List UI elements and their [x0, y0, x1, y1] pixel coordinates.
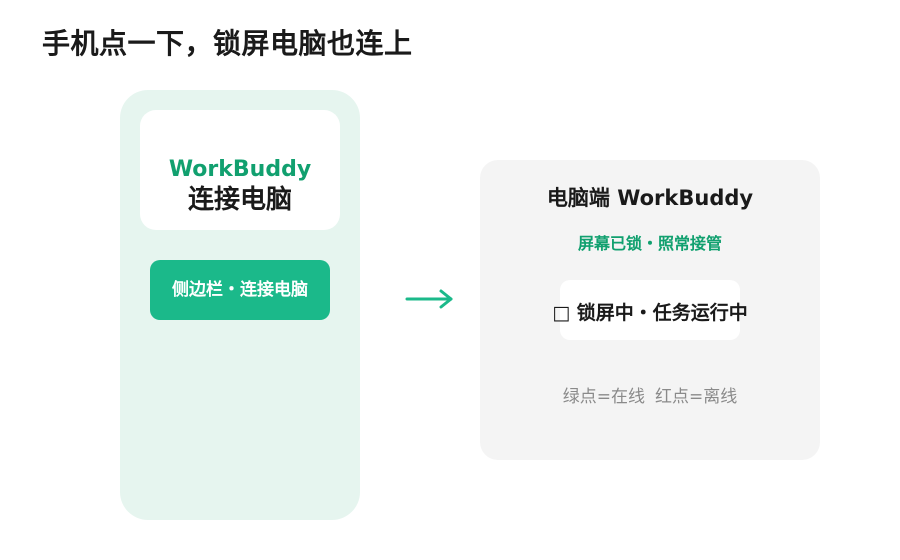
- phone-app-name: WorkBuddy: [168, 157, 312, 182]
- status-legend: 绿点=在线红点=离线: [480, 382, 820, 407]
- lock-icon: □: [552, 302, 571, 324]
- phone-action-label: 连接电脑: [187, 185, 292, 215]
- page-title: 手机点一下，锁屏电脑也连上: [42, 27, 413, 60]
- connect-computer-button[interactable]: 侧边栏・连接电脑: [150, 260, 330, 320]
- legend-offline: 红点=离线: [655, 387, 738, 407]
- phone-app-card: WorkBuddy 连接电脑: [140, 110, 340, 230]
- pc-subtitle: 屏幕已锁・照常接管: [577, 234, 722, 253]
- pc-title: 电脑端 WorkBuddy: [546, 186, 754, 210]
- legend-online: 绿点=在线: [562, 387, 645, 407]
- status-card: □ 锁屏中・任务运行中: [552, 280, 748, 340]
- arrow-right-icon: [405, 289, 453, 309]
- status-line: □ 锁屏中・任务运行中: [548, 298, 752, 325]
- status-text: 锁屏中・任务运行中: [576, 302, 748, 324]
- pc-panel: 电脑端 WorkBuddy 屏幕已锁・照常接管 □ 锁屏中・任务运行中 绿点=在…: [480, 160, 820, 460]
- phone-mockup: WorkBuddy 连接电脑 侧边栏・连接电脑: [120, 90, 360, 520]
